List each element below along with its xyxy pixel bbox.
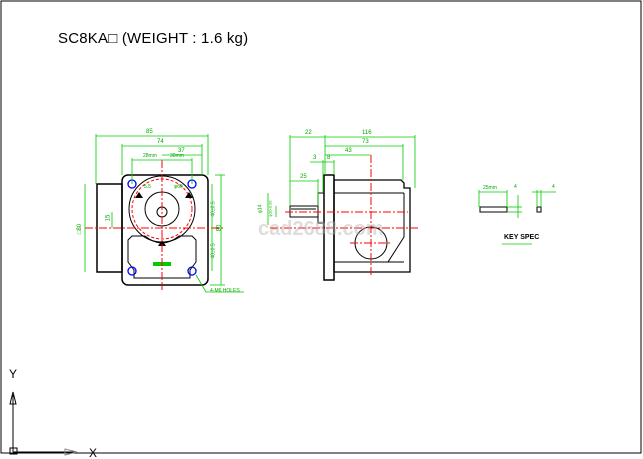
dim-side: 5.5	[144, 184, 151, 190]
key-dimensions	[478, 190, 556, 245]
key-width: 4	[552, 184, 555, 190]
dim-flange-width: 74	[157, 139, 164, 145]
key-length: 25mm	[483, 185, 497, 191]
dim-flange: 8	[327, 155, 331, 161]
body-chamfer	[387, 193, 405, 263]
mounting-holes	[127, 179, 197, 276]
dim-motor-square: □80	[77, 223, 84, 235]
dim-pcd: φ60	[174, 184, 183, 190]
side-dimensions	[267, 135, 416, 225]
dim-body-total: 116	[362, 130, 372, 136]
key-height: 4	[514, 184, 517, 190]
dim-gap: 3	[313, 155, 317, 161]
dim-shaft-dia: φ14	[257, 204, 264, 214]
watermark: cad2688.com	[258, 218, 384, 240]
tapped-holes	[135, 192, 193, 246]
key-end	[536, 206, 542, 213]
dim-center: 43	[345, 148, 352, 154]
dim-shaft-length: 22	[305, 130, 312, 136]
dim-key-length: 25	[300, 174, 307, 180]
key-spec-label: KEY SPEC	[504, 234, 540, 241]
drawing-title: SC8KA□ (WEIGHT : 1.6 kg)	[58, 30, 249, 47]
dim-lower-height: 40±0.5	[210, 243, 217, 259]
dim-half-width: 37	[178, 148, 185, 154]
key-side	[479, 206, 508, 213]
side-centerlines	[270, 155, 420, 275]
holes-note: 4-M6 HOLES	[210, 288, 240, 294]
dim-left-hole: 28mm	[143, 153, 157, 159]
dim-body: 73	[362, 139, 369, 145]
dim-shaft-fit: φ10-0.02	[267, 200, 273, 217]
front-centerlines	[85, 160, 225, 290]
gearbox-outline	[121, 174, 209, 286]
dim-upper-height: 40±0.5	[210, 201, 217, 217]
dim-overall-width: 85	[146, 129, 153, 135]
dim-shaft-offset: 15	[105, 214, 112, 222]
ucs-x-label: X	[89, 446, 98, 459]
ucs-icon	[9, 391, 78, 456]
ucs-y-label: Y	[9, 367, 18, 381]
dim-total-height: 80	[216, 224, 223, 232]
dim-right-hole: 30mm	[170, 153, 184, 159]
key-spec-view	[478, 190, 556, 245]
front-dimensions	[84, 134, 244, 293]
front-view	[84, 134, 244, 293]
side-view	[267, 135, 420, 281]
gearbox-body	[333, 179, 411, 273]
